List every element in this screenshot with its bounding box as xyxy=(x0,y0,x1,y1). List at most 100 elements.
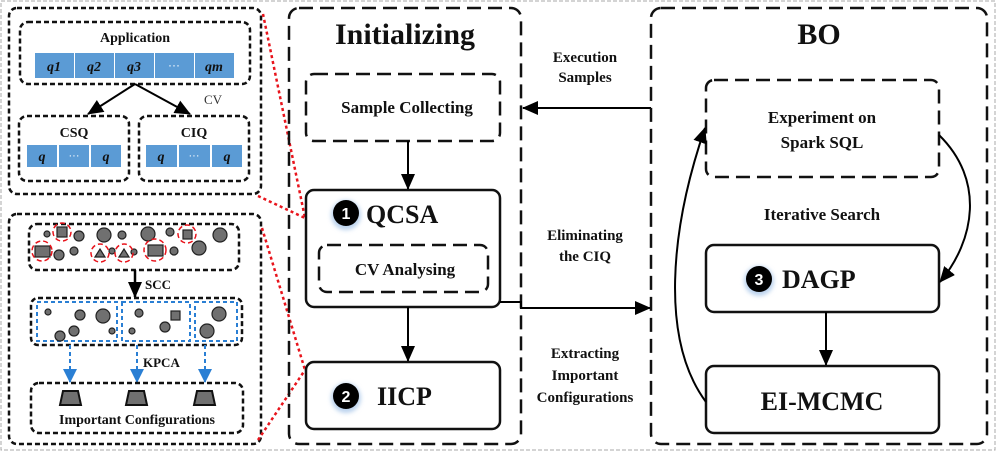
step-badge xyxy=(333,383,359,409)
query-cell xyxy=(212,145,242,167)
panel-border xyxy=(7,6,263,196)
query-cell xyxy=(115,53,154,78)
cv-analysing-box xyxy=(317,243,490,294)
query-cell xyxy=(75,53,114,78)
query-cell xyxy=(35,53,74,78)
query-cell xyxy=(155,53,194,78)
query-cell xyxy=(146,145,177,167)
panel-border xyxy=(7,212,263,446)
qcsa-label: QCSA xyxy=(366,200,438,229)
config-point xyxy=(96,227,112,243)
config-point xyxy=(199,323,215,339)
config-square xyxy=(170,310,181,321)
config-bucket-icon xyxy=(192,390,217,406)
cluster-box xyxy=(36,301,118,342)
configuration-shapes xyxy=(34,226,228,261)
iicp-label: IICP xyxy=(377,382,432,411)
query-classification-panel: Application q1 q2 q3 ··· qm CV CSQ q ···… xyxy=(7,6,263,196)
step-number: 1 xyxy=(342,206,351,223)
sample-collecting-box xyxy=(304,72,502,143)
cv-label: CV xyxy=(204,92,223,107)
config-square xyxy=(34,245,51,258)
extracting-label: Important xyxy=(552,368,619,384)
zoom-connectors xyxy=(256,13,307,441)
cluster-box xyxy=(121,301,191,342)
query-cell-label: q1 xyxy=(47,60,61,75)
config-point xyxy=(117,230,127,240)
arrow-to-ciq xyxy=(134,83,191,115)
query-cell-label: ··· xyxy=(168,58,180,72)
important-configs-box xyxy=(29,381,245,435)
highlight-ring xyxy=(177,224,197,244)
query-cell xyxy=(179,145,210,167)
query-cell-label: q xyxy=(103,150,110,165)
ei-mcmc-label: EI-MCMC xyxy=(761,387,884,416)
experiment-box xyxy=(704,78,941,179)
experiment-label: Spark SQL xyxy=(781,133,864,152)
config-point xyxy=(44,308,52,316)
eliminating-ciq-label: Eliminating xyxy=(547,228,623,244)
cv-analysing-label: CV Analysing xyxy=(355,260,456,279)
query-cell xyxy=(91,145,121,167)
bo-title: BO xyxy=(797,18,840,51)
query-cell xyxy=(59,145,89,167)
config-point xyxy=(53,249,65,261)
config-bucket-icon xyxy=(58,390,83,406)
config-point xyxy=(212,227,228,243)
config-point xyxy=(68,325,80,337)
query-cell-label: q3 xyxy=(127,60,141,75)
step-number: 3 xyxy=(755,272,764,289)
query-cell xyxy=(27,145,57,167)
step-badge xyxy=(333,200,359,226)
config-point xyxy=(74,309,86,321)
dagp-label: DAGP xyxy=(782,265,856,294)
csq-label: CSQ xyxy=(60,126,89,141)
query-cell-label: q xyxy=(158,150,165,165)
bo-border xyxy=(649,6,989,446)
highlight-ring xyxy=(90,243,110,263)
zoom-line xyxy=(261,13,307,219)
ei-mcmc-box xyxy=(704,364,941,435)
config-point xyxy=(128,327,136,335)
query-cell-label: q xyxy=(224,150,231,165)
highlight-rings xyxy=(31,222,197,263)
loop-arrow-to-dagp xyxy=(938,134,971,283)
zoom-line xyxy=(257,194,306,220)
config-point xyxy=(191,240,207,256)
step-number: 2 xyxy=(342,389,351,406)
config-point xyxy=(54,330,66,342)
extracting-label: Extracting xyxy=(551,346,620,362)
config-point xyxy=(73,230,85,242)
arrow-to-csq xyxy=(87,83,136,115)
configuration-panel: SCC KPCA xyxy=(7,212,263,446)
initializing-title: Initializing xyxy=(335,18,475,51)
important-configs-label: Important Configurations xyxy=(59,413,216,428)
execution-samples-label: Execution xyxy=(553,50,618,66)
config-point xyxy=(211,306,227,322)
ciq-label: CIQ xyxy=(181,126,208,141)
config-point xyxy=(95,308,111,324)
config-square xyxy=(182,229,193,240)
dagp-box xyxy=(704,243,941,314)
csq-box xyxy=(17,114,131,183)
eliminating-arrow xyxy=(500,301,651,315)
config-point xyxy=(159,321,171,333)
iicp-box xyxy=(304,360,502,431)
eliminating-ciq-label: the CIQ xyxy=(559,249,611,265)
highlight-ring xyxy=(31,240,53,262)
highlight-ring xyxy=(143,238,167,262)
query-cell-label: ··· xyxy=(69,150,80,162)
config-point xyxy=(108,247,116,255)
execution-samples-label: Samples xyxy=(558,70,612,86)
query-cell xyxy=(195,53,234,78)
experiment-label: Experiment on xyxy=(768,108,877,127)
config-square xyxy=(147,244,164,257)
initializing-border xyxy=(287,6,523,446)
iterative-search-label: Iterative Search xyxy=(764,205,881,224)
cluster-box xyxy=(194,301,238,342)
highlight-ring xyxy=(52,222,72,242)
application-label: Application xyxy=(100,31,170,46)
query-cell-label: q2 xyxy=(87,60,101,75)
